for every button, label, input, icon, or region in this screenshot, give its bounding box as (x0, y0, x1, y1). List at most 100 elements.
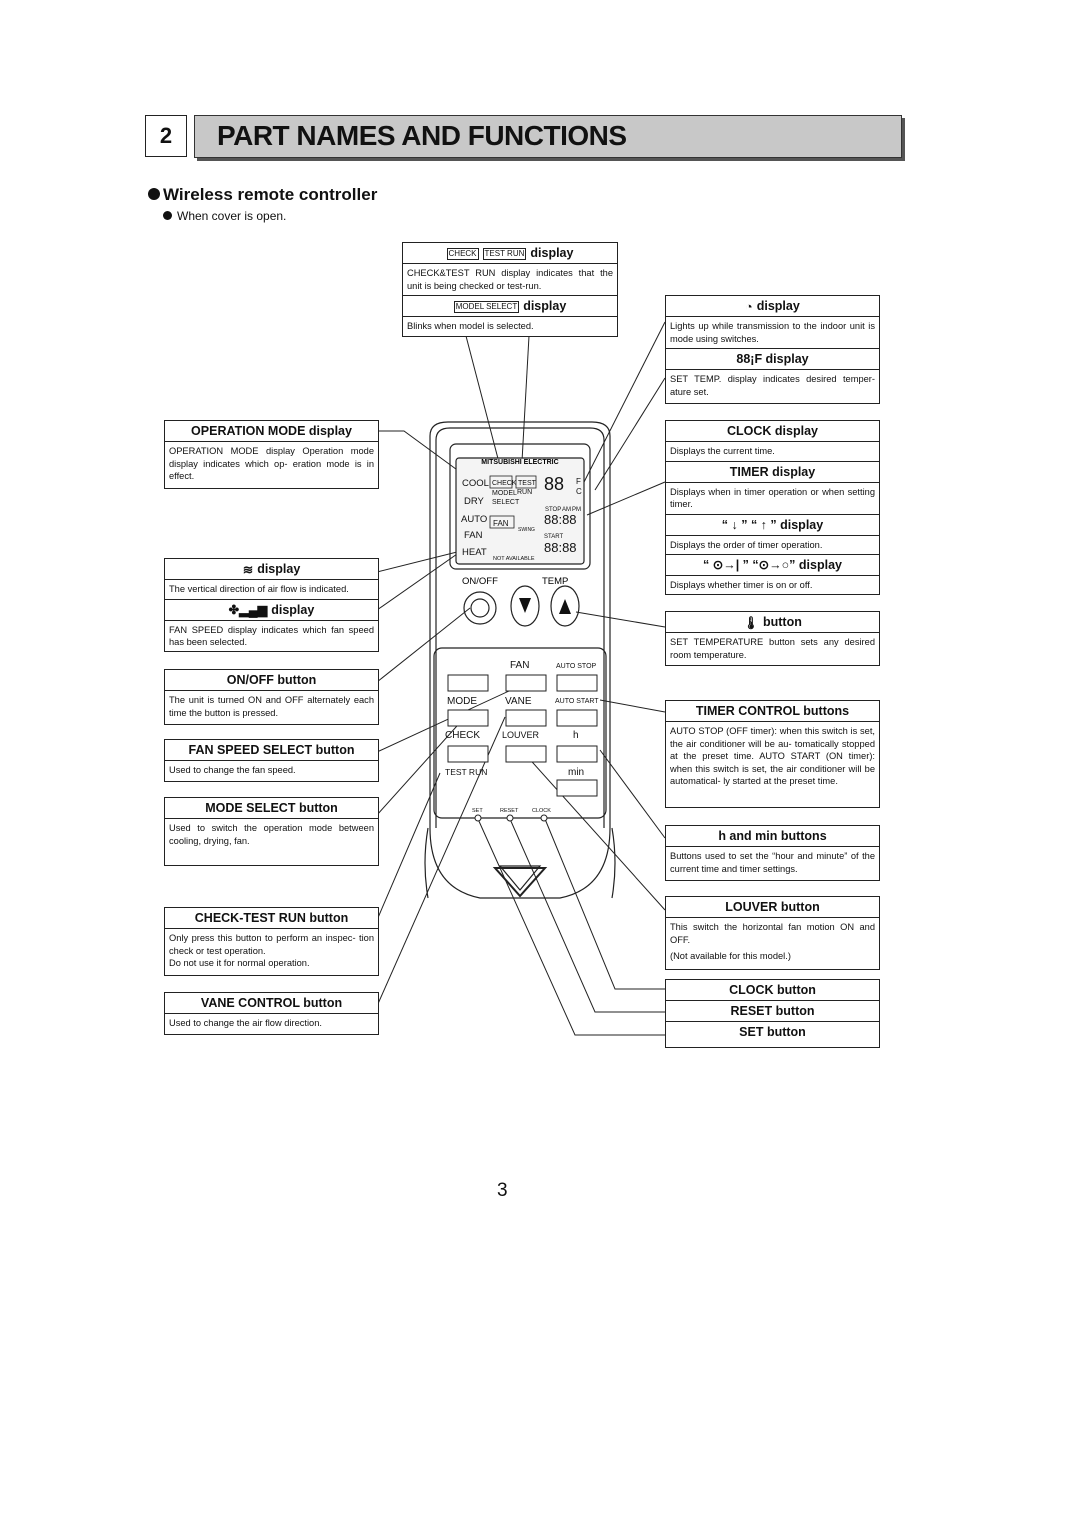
box-h-min: h and min buttons Buttons used to set th… (665, 825, 880, 881)
check-button[interactable] (447, 745, 489, 763)
auto-stop-button[interactable] (556, 674, 598, 692)
louver-blank-button[interactable] (505, 745, 547, 763)
leader-set (477, 818, 665, 1036)
box-louver: LOUVER button This switch the horizontal… (665, 896, 880, 970)
leader-hmin (599, 749, 666, 839)
auto-stop-label: AUTO STOP (556, 663, 597, 670)
box-mode-select: MODE SELECT button Used to switch the op… (164, 797, 379, 866)
temp-label: TEMP (542, 576, 568, 587)
test-run-label: TEST RUN (445, 767, 487, 777)
leader-temp-button (575, 611, 666, 628)
min-button[interactable] (556, 779, 598, 797)
mode-auto: AUTO (461, 514, 487, 525)
lcd-pm: PM (572, 507, 581, 513)
auto-start-label: AUTO START (555, 698, 599, 705)
transmit-display-body: Lights up while transmission to the indo… (670, 321, 875, 344)
check-display-body: CHECK&TEST RUN display indicates that th… (407, 268, 613, 291)
clock-display-title: CLOCK display (666, 421, 879, 442)
box-title: TIMER CONTROL buttons (666, 701, 879, 722)
box-onoff-button: ON/OFF button The unit is turned ON and … (164, 669, 379, 725)
vane-button[interactable] (447, 709, 489, 727)
temp-button-body: SET TEMPERATURE button sets any desired … (670, 637, 875, 660)
arrows-display-title: “ ↓ ” “ ↑ ” display (666, 513, 879, 536)
set-label: SET (472, 808, 483, 814)
onoff-label: ON/OFF (462, 576, 498, 587)
reset-button[interactable] (506, 814, 514, 822)
bullet-icon (148, 188, 160, 200)
mode-fan: FAN (464, 530, 483, 541)
mode-dry: DRY (464, 496, 485, 507)
section-number: 2 (145, 115, 187, 157)
lcd-swing: SWING (518, 527, 535, 533)
box-clock-reset-set: CLOCK button RESET button SET button (665, 979, 880, 1048)
leader-onoff (376, 607, 471, 683)
transmit-display-title: ◔display (666, 296, 879, 317)
box-body: Used to switch the operation mode betwee… (169, 823, 374, 846)
louver-button[interactable] (505, 709, 547, 727)
test-run-tag: TEST RUN (482, 247, 527, 260)
brand-text: MITSUBISHI ELECTRIC (481, 459, 558, 466)
temp-down-button[interactable] (510, 585, 540, 627)
clock-display-body: Displays the current time. (670, 446, 775, 456)
fan-speed-button[interactable] (505, 674, 547, 692)
fan-icon: ✤▂▄▆ (228, 603, 268, 618)
h-button[interactable] (556, 745, 598, 763)
box-title: VANE CONTROL button (165, 993, 378, 1014)
lcd-am: AM (562, 507, 571, 513)
box-body: Only press this button to perform an ins… (169, 933, 374, 968)
temp-up-button[interactable] (550, 585, 580, 627)
mode-label: MODE (447, 696, 477, 707)
mode-select-button[interactable] (447, 674, 489, 692)
box-temp-button: 🌡button SET TEMPERATURE button sets any … (665, 611, 880, 666)
leader-reset (509, 818, 665, 1013)
box-clock-timer-display: CLOCK display Displays the current time.… (665, 420, 880, 595)
lcd-select: SELECT (492, 499, 520, 506)
leader-vane (376, 716, 506, 1007)
set-button-title: SET button (739, 1025, 806, 1039)
arrows-display-body: Displays the order of timer operation. (670, 539, 823, 550)
louver-label: LOUVER (502, 730, 540, 740)
lcd-test: TEST (518, 480, 537, 487)
temp-display-title: 88¡F display (666, 348, 879, 370)
onoff-button[interactable] (463, 591, 497, 625)
model-select-tag: MODEL SELECT (453, 300, 520, 313)
box-title: FAN SPEED SELECT button (165, 740, 378, 761)
leader-opmode (377, 430, 461, 473)
box-extra: (Not available for this model.) (670, 951, 791, 961)
min-label: min (568, 767, 584, 778)
auto-start-button[interactable] (556, 709, 598, 727)
leader-temp (594, 377, 666, 491)
lcd-frame (449, 443, 591, 570)
check-tag: CHECK (446, 247, 479, 260)
box-title: MODE SELECT button (165, 798, 378, 819)
leader-clock (544, 818, 665, 990)
lcd-time-1: 88:88 (544, 512, 577, 527)
note-text: When cover is open. (177, 209, 287, 223)
lcd-model: MODEL (492, 490, 517, 497)
clock-button[interactable] (540, 814, 548, 822)
lcd-run: RUN (517, 489, 532, 496)
box-timer-control: TIMER CONTROL buttons AUTO STOP (OFF tim… (665, 700, 880, 808)
remote-controller: MITSUBISHI ELECTRIC COOL DRY AUTO FAN HE… (424, 421, 616, 899)
temp-button-title: 🌡button (666, 612, 879, 633)
vane-display-title: ≋display (165, 559, 378, 580)
reset-button-title: RESET button (666, 1001, 879, 1022)
mode-heat: HEAT (462, 547, 487, 558)
lcd-f: F (576, 477, 581, 486)
box-body: Used to change the air flow direction. (169, 1018, 322, 1028)
leader-timer-control (599, 699, 666, 713)
lcd-c: C (576, 487, 582, 496)
box-title: ON/OFF button (165, 670, 378, 691)
lcd-time-2: 88:88 (544, 540, 577, 555)
section-title: PART NAMES AND FUNCTIONS (217, 120, 627, 151)
box-transmit-temp-display: ◔display Lights up while transmission to… (665, 295, 880, 404)
leader-louver (524, 753, 666, 911)
box-fan-speed-select: FAN SPEED SELECT button Used to change t… (164, 739, 379, 782)
box-vane-fan-display: ≋display The vertical direction of air f… (164, 558, 379, 652)
lcd-temp-digits: 88 (544, 474, 564, 494)
model-display-body: Blinks when model is selected. (407, 321, 534, 331)
timer-display-title: TIMER display (666, 460, 879, 483)
set-button[interactable] (474, 814, 482, 822)
vane-label: VANE (505, 696, 532, 707)
fan-display-body: FAN SPEED display indicates which fan sp… (169, 624, 374, 648)
